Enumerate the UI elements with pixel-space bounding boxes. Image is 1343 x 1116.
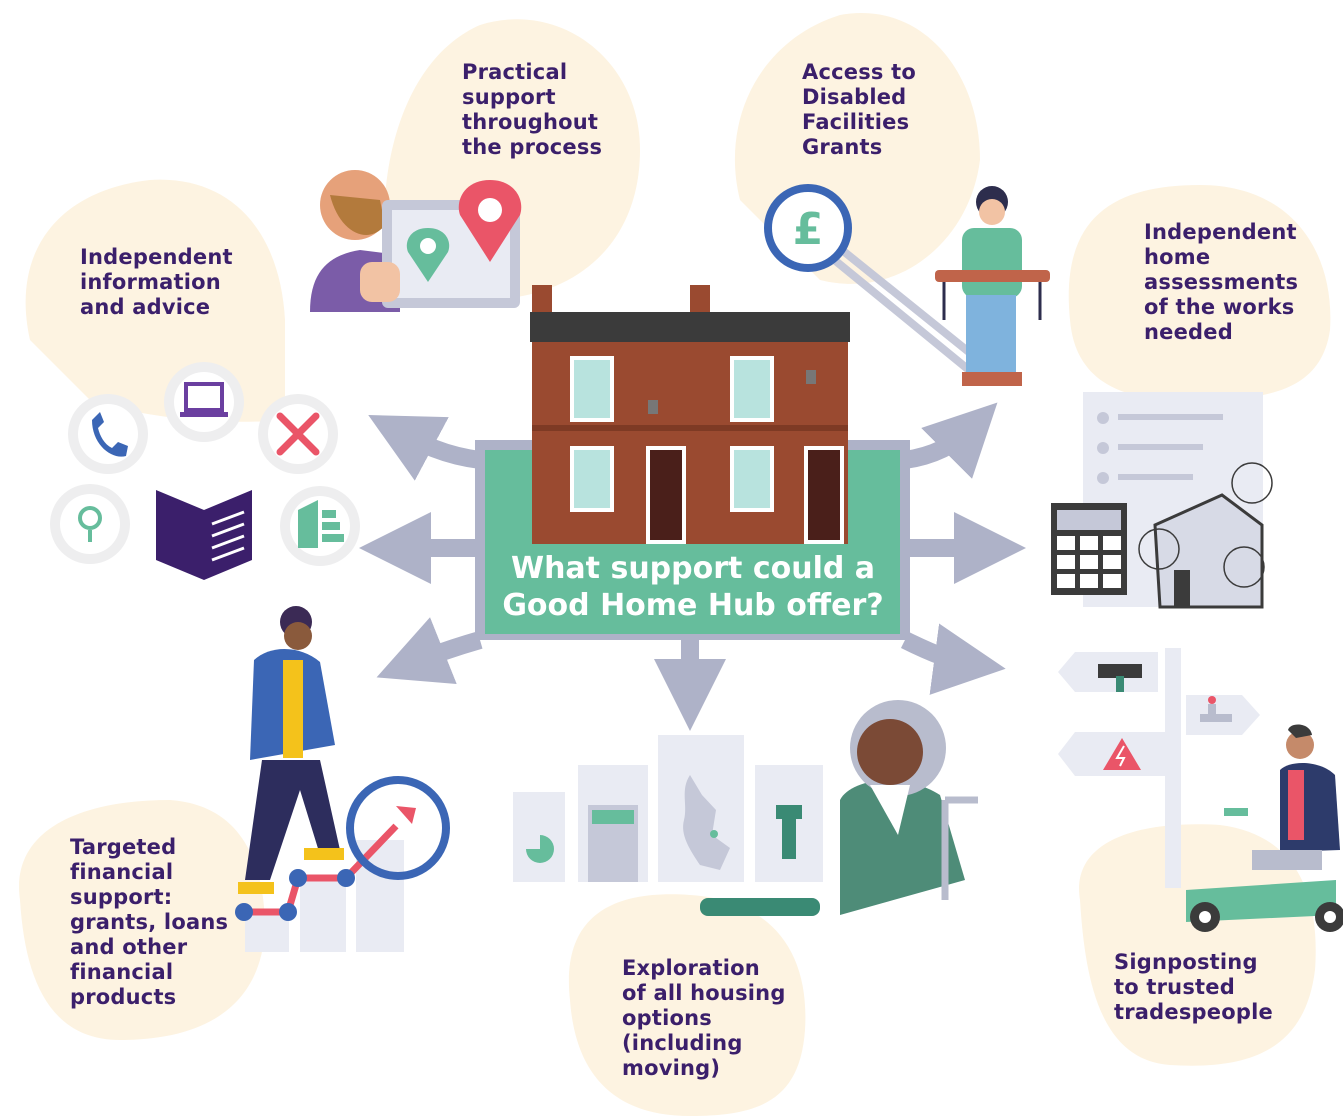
dfg-illustration: £ [764,184,1050,386]
phone-icon [92,412,128,457]
blob-info-advice [25,179,286,422]
blob-tradespeople [1079,824,1316,1066]
tools-icon [276,412,320,456]
uk-map-icon [683,775,730,870]
arrow-down-left [376,617,483,685]
label-dfg-access: Access to Disabled Facilities Grants [802,60,916,159]
stairlift-icon [776,805,802,859]
label-tradespeople: Signposting to trusted tradespeople [1114,950,1273,1024]
info-advice-icons [50,362,360,580]
label-financial-support: Targeted financial support: grants, loan… [70,835,229,1009]
hub [475,285,910,640]
arrows [359,402,1026,731]
blob-home-assessment [1068,185,1331,400]
electric-hazard-icon [1103,738,1141,770]
blob-financial-support [19,800,265,1040]
svg-text:£: £ [793,204,824,255]
house-icon [530,285,850,544]
energy-rating-icon [298,500,344,548]
label-practical-support: Practical support throughout the process [462,60,603,159]
hub-title: What support could a Good Home Hub offer… [502,551,884,623]
map-pin-icon [406,180,522,282]
label-info-advice: Independent information and advice [80,245,233,319]
arrow-down-right [900,623,1006,695]
calculator-icon [1051,503,1127,595]
hammer-icon [1098,664,1142,692]
book-icon [156,490,252,580]
arrow-up-right [903,402,998,479]
home-assessment-illustration [1051,392,1273,609]
label-home-assessment: Independent home assessments of the work… [1144,220,1299,344]
arrow-up-left [368,415,482,481]
tap-icon [1200,696,1232,722]
label-housing-options: Exploration of all housing options (incl… [622,956,786,1080]
financial-support-illustration [235,606,450,952]
lightbulb-icon [78,506,102,542]
housing-options-illustration [513,700,978,916]
tradespeople-illustration [1058,648,1343,932]
laptop-icon [180,382,228,417]
practical-support-illustration [310,170,522,312]
pound-magnifier-icon: £ [764,184,852,272]
blob-housing-options [568,894,806,1116]
